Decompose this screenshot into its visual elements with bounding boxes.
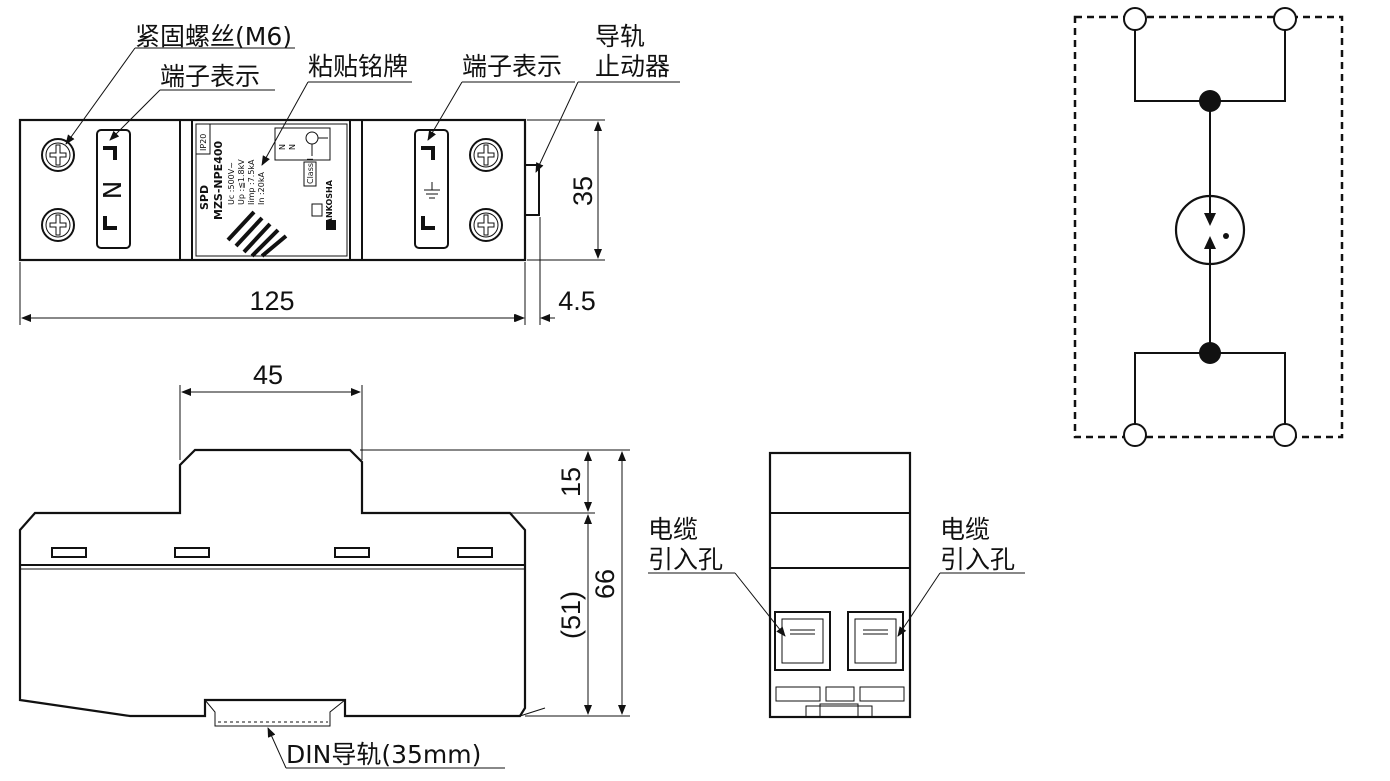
nameplate-rating: IP20: [199, 134, 208, 151]
label-cable-left-1: 电缆: [648, 515, 698, 544]
screw-icon: [469, 138, 503, 172]
nameplate-class: Class I: [306, 158, 315, 184]
label-screw: 紧固螺丝(M6): [135, 22, 292, 51]
dim-length: 125: [249, 286, 294, 316]
nameplate-spec-in: In :20kA: [257, 172, 266, 205]
screw-icon: [469, 208, 503, 242]
dim-top-width: 45: [253, 360, 283, 390]
terminal-icon: [1273, 7, 1297, 31]
label-rail-stopper-2: 止动器: [595, 52, 670, 81]
terminal-icon: [1123, 423, 1147, 447]
rail-stopper: [524, 164, 540, 216]
label-cable-right-1: 电缆: [940, 515, 990, 544]
nameplate-stripes: [226, 210, 288, 258]
dim-height: 35: [568, 176, 598, 206]
dim-body: (51): [556, 591, 586, 639]
side-view: 45 15 (51) 66 DIN导轨(35mm): [18, 360, 630, 769]
terminal-letter: N: [98, 181, 127, 200]
ground-icon: [424, 182, 440, 199]
nameplate: IP20 SPD MZS-NPE400 Uc :500V~ Up :≦1.8kV…: [195, 123, 348, 258]
label-terminal-left: 端子表示: [160, 62, 260, 91]
nameplate-spec-imp: Iimp :7.5kA: [247, 159, 256, 205]
end-view: 电缆 引入孔 电缆 引入孔: [648, 451, 1025, 719]
cable-hole-left: [774, 611, 831, 671]
nameplate-spec-up: Up :≦1.8kV: [237, 159, 246, 205]
nameplate-spec-uc: Uc :500V~: [227, 162, 236, 205]
label-terminal-right: 端子表示: [462, 52, 562, 81]
junction-dot: [1199, 342, 1221, 364]
terminal-indicator-left: [96, 129, 131, 249]
nameplate-maker: SANKOSHA: [325, 179, 334, 230]
terminal-icon: [1123, 7, 1147, 31]
label-din-rail: DIN导轨(35mm): [286, 740, 481, 769]
dim-step: 15: [556, 467, 586, 497]
gas-discharge-tube-icon: [1174, 194, 1246, 266]
terminal-icon: [1273, 423, 1297, 447]
end-view-body: [768, 451, 912, 719]
top-view-body: [18, 118, 527, 262]
screw-icon: [41, 138, 75, 172]
nameplate-model: MZS-NPE400: [212, 141, 225, 221]
dim-offset: 4.5: [558, 286, 596, 316]
nameplate-type: SPD: [198, 185, 211, 210]
label-nameplate: 粘贴铭牌: [308, 52, 408, 81]
din-rail: [204, 699, 346, 727]
circuit-diagram: [1073, 7, 1344, 447]
nameplate-circuit-n: N: [278, 144, 287, 150]
dim-total: 66: [590, 569, 620, 599]
label-cable-right-2: 引入孔: [940, 545, 1015, 574]
terminal-indicator-right: [414, 129, 449, 249]
nameplate-circuit-n2: N: [288, 144, 297, 150]
junction-dot: [1199, 90, 1221, 112]
label-cable-left-2: 引入孔: [648, 545, 723, 574]
screw-icon: [41, 208, 75, 242]
circuit-boundary: [1073, 15, 1344, 439]
top-view: N IP20 SPD MZS-NPE400 Uc :500V~ Up :≦1.8…: [18, 22, 680, 325]
label-rail-stopper-1: 导轨: [595, 22, 645, 51]
side-view-body: [18, 448, 527, 718]
cable-hole-right: [847, 611, 904, 671]
